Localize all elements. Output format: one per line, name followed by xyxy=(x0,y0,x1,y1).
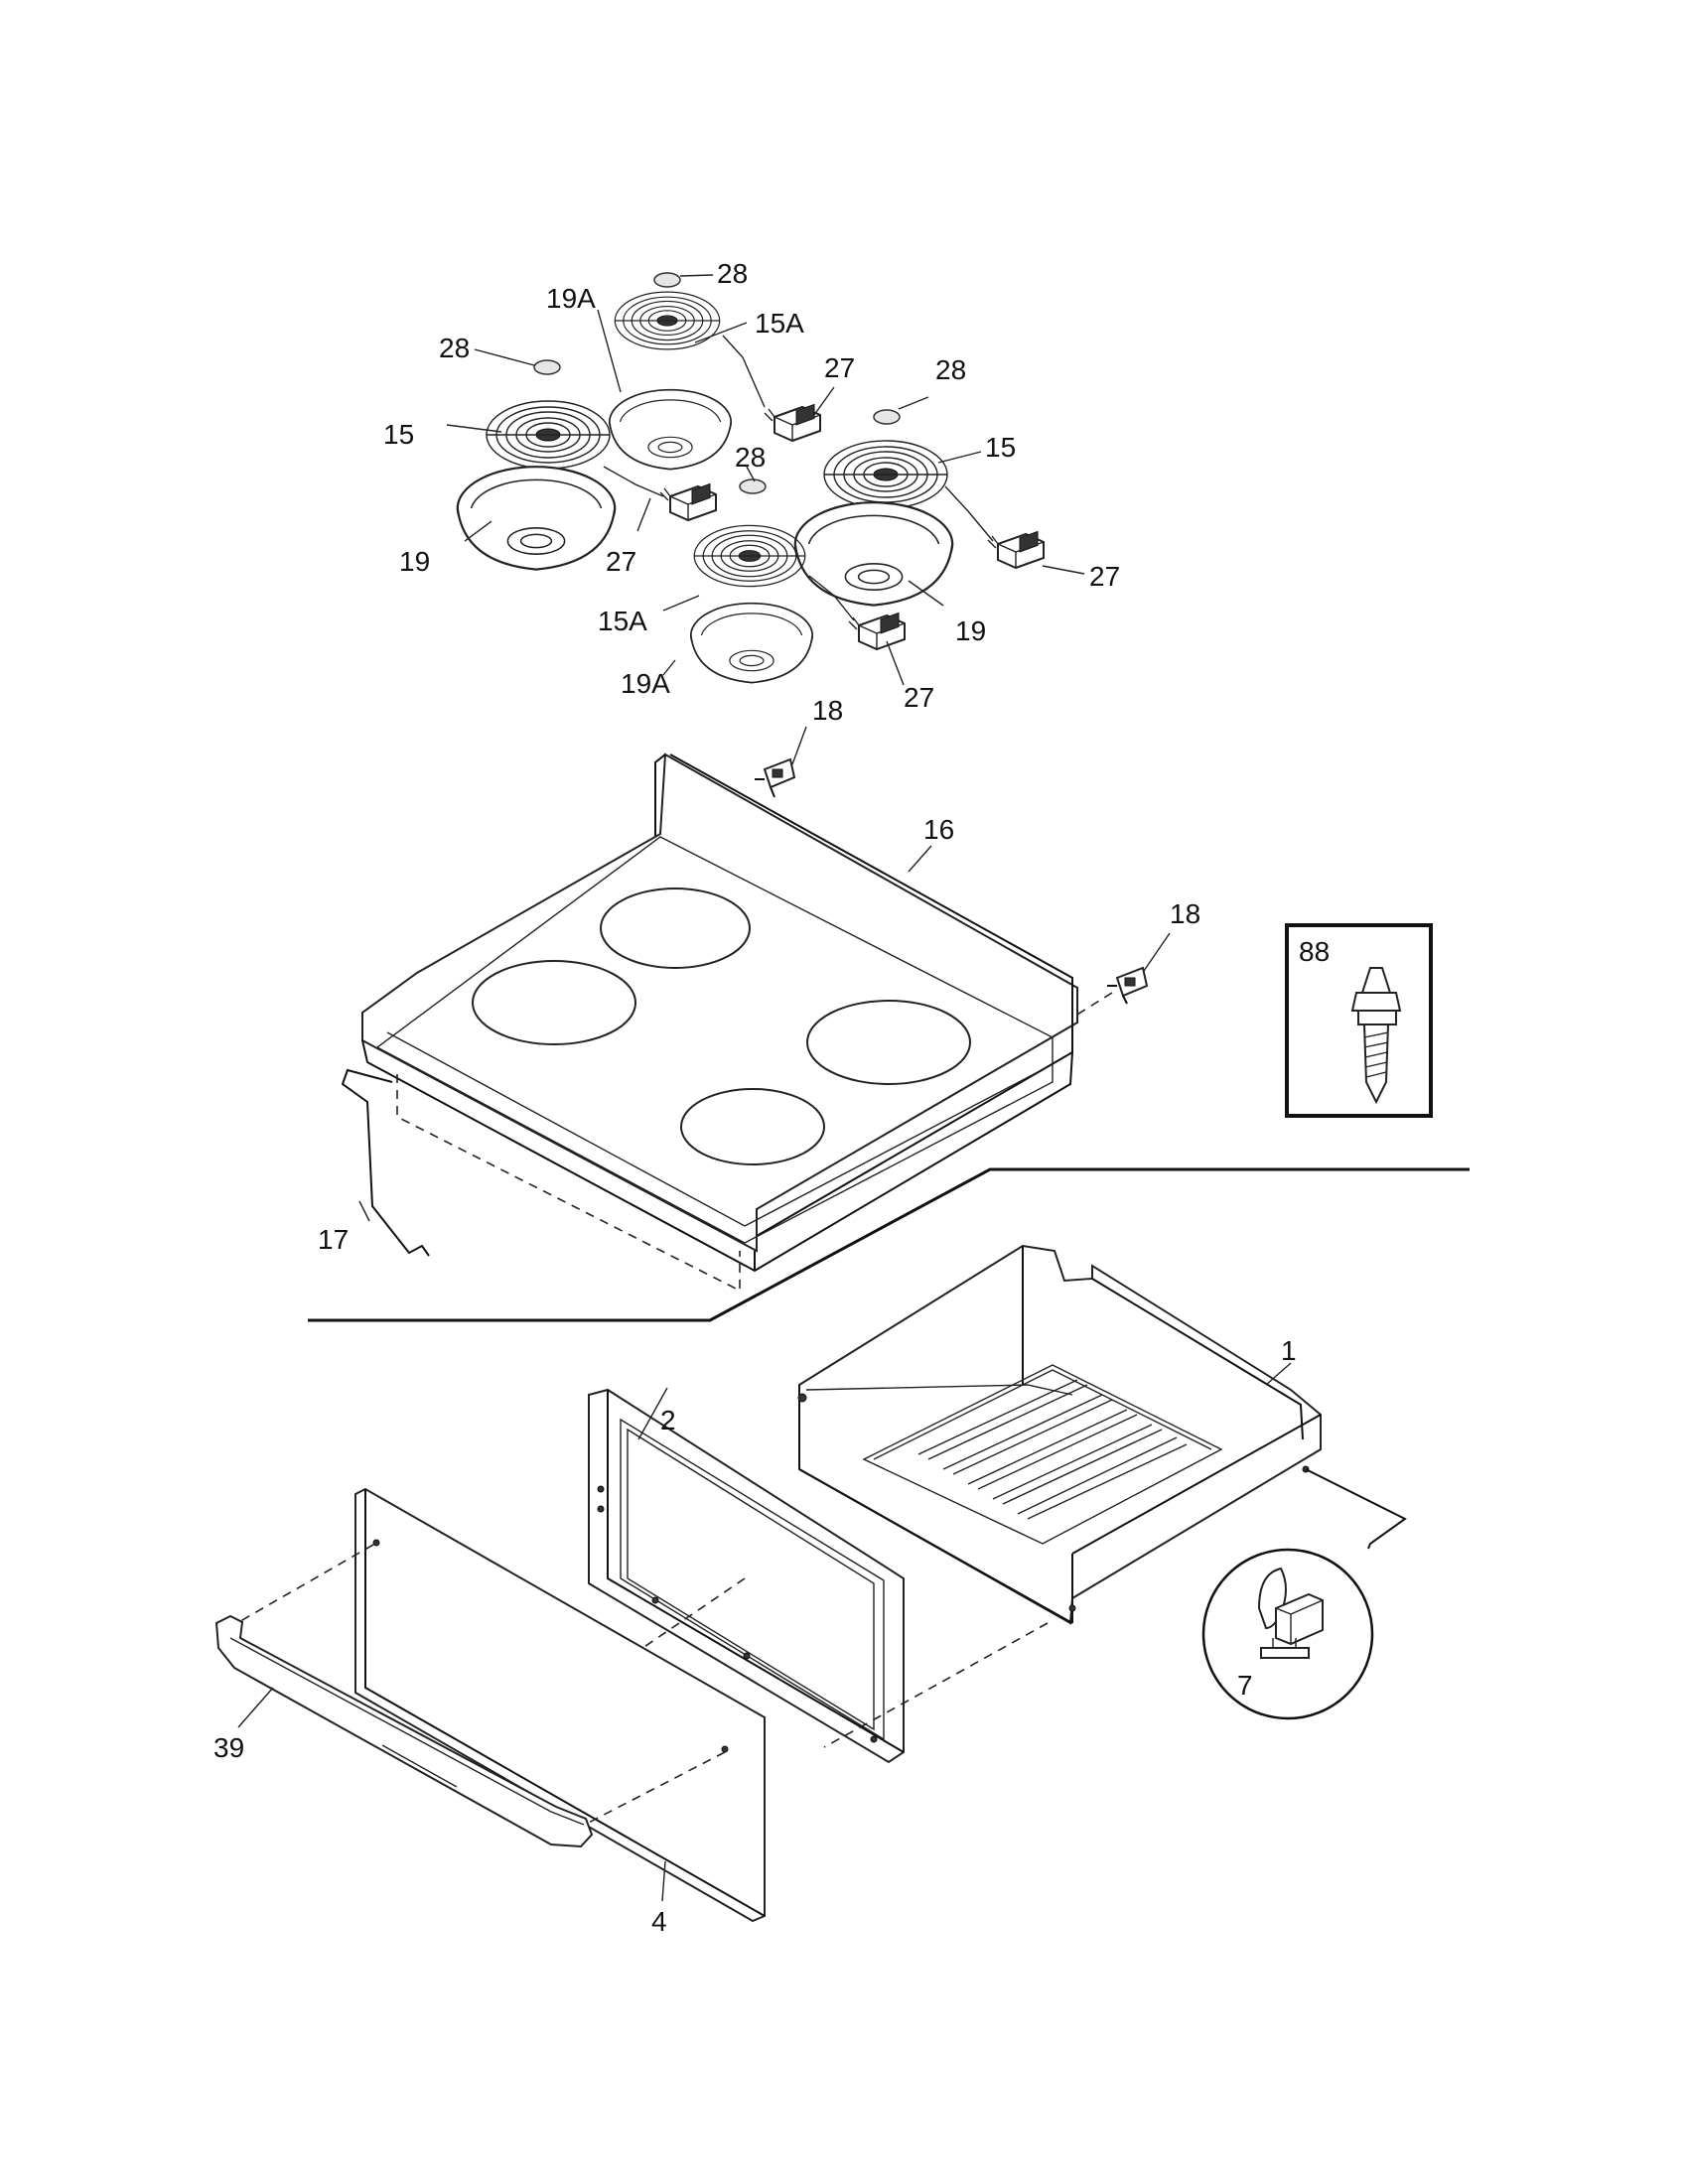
large-coil-element-right xyxy=(823,440,948,509)
callout-box-88 xyxy=(1285,923,1433,1118)
label-27: 27 xyxy=(606,546,636,577)
label-16: 16 xyxy=(923,814,954,845)
drawer-front-panel-4 xyxy=(354,1487,766,1923)
drawer-inner-frame-2 xyxy=(588,1388,905,1764)
cooktop-opening-front xyxy=(680,1088,825,1165)
trim-ring-28-left xyxy=(533,359,561,375)
drawer-glide-7 xyxy=(1257,1567,1324,1659)
small-drip-bowl-rear xyxy=(608,388,733,471)
label-19: 19 xyxy=(955,615,986,646)
label-15A: 15A xyxy=(755,308,804,339)
label-1: 1 xyxy=(1281,1335,1297,1366)
label-27: 27 xyxy=(904,682,934,713)
label-18: 18 xyxy=(1170,898,1200,929)
receptacle-block-27-b xyxy=(659,482,717,521)
trim-ring-28-front xyxy=(739,478,767,494)
hinge-bracket-18-right xyxy=(1107,966,1149,1005)
section-divider-line xyxy=(308,1167,1470,1322)
cooktop-opening-right xyxy=(806,1000,971,1085)
label-39: 39 xyxy=(213,1732,244,1763)
receptacle-block-27-a xyxy=(764,403,821,442)
surface-element-assembly xyxy=(456,272,1045,684)
hinge-bracket-18-rear xyxy=(755,757,796,798)
leveling-leg-screw-88 xyxy=(1350,967,1402,1105)
label-27: 27 xyxy=(1089,561,1120,592)
label-88: 88 xyxy=(1299,936,1330,967)
detail-circle-7 xyxy=(1201,1548,1374,1720)
trim-ring-28-rear xyxy=(653,272,681,288)
label-27: 27 xyxy=(824,352,855,383)
cooktop-16 xyxy=(361,752,1078,1293)
drawer-body-1 xyxy=(797,1244,1322,1625)
large-drip-bowl-right xyxy=(793,501,954,607)
label-19A: 19A xyxy=(546,283,596,314)
cooktop-opening-left xyxy=(472,960,636,1045)
small-drip-bowl-front xyxy=(689,602,814,684)
small-coil-element-rear xyxy=(614,291,721,350)
label-17: 17 xyxy=(318,1224,349,1255)
cooktop-prop-rod-17 xyxy=(341,1068,430,1257)
small-coil-element-front xyxy=(693,524,806,588)
label-4: 4 xyxy=(651,1906,667,1937)
label-18: 18 xyxy=(812,695,843,726)
label-7: 7 xyxy=(1237,1670,1253,1701)
leader-lines xyxy=(237,274,1292,1902)
large-drip-bowl-left xyxy=(456,466,617,571)
label-15A: 15A xyxy=(598,606,647,636)
label-28: 28 xyxy=(439,333,470,363)
label-15: 15 xyxy=(383,419,414,450)
part-labels: 28 19A 15A 28 27 28 15 15 28 19 27 27 15… xyxy=(213,258,1330,1937)
label-2: 2 xyxy=(660,1405,676,1435)
cooktop-opening-rear-left xyxy=(600,887,751,969)
drawer-handle-39 xyxy=(214,1614,594,1848)
label-28: 28 xyxy=(935,354,966,385)
large-coil-element-left xyxy=(486,400,611,470)
trim-ring-28-right xyxy=(873,409,901,425)
receptacle-block-27-d xyxy=(848,612,906,650)
label-15: 15 xyxy=(985,432,1016,463)
label-19A: 19A xyxy=(621,668,670,699)
label-28: 28 xyxy=(717,258,748,289)
label-19: 19 xyxy=(399,546,430,577)
label-28: 28 xyxy=(735,442,766,473)
receptacle-block-27-c xyxy=(987,530,1045,569)
